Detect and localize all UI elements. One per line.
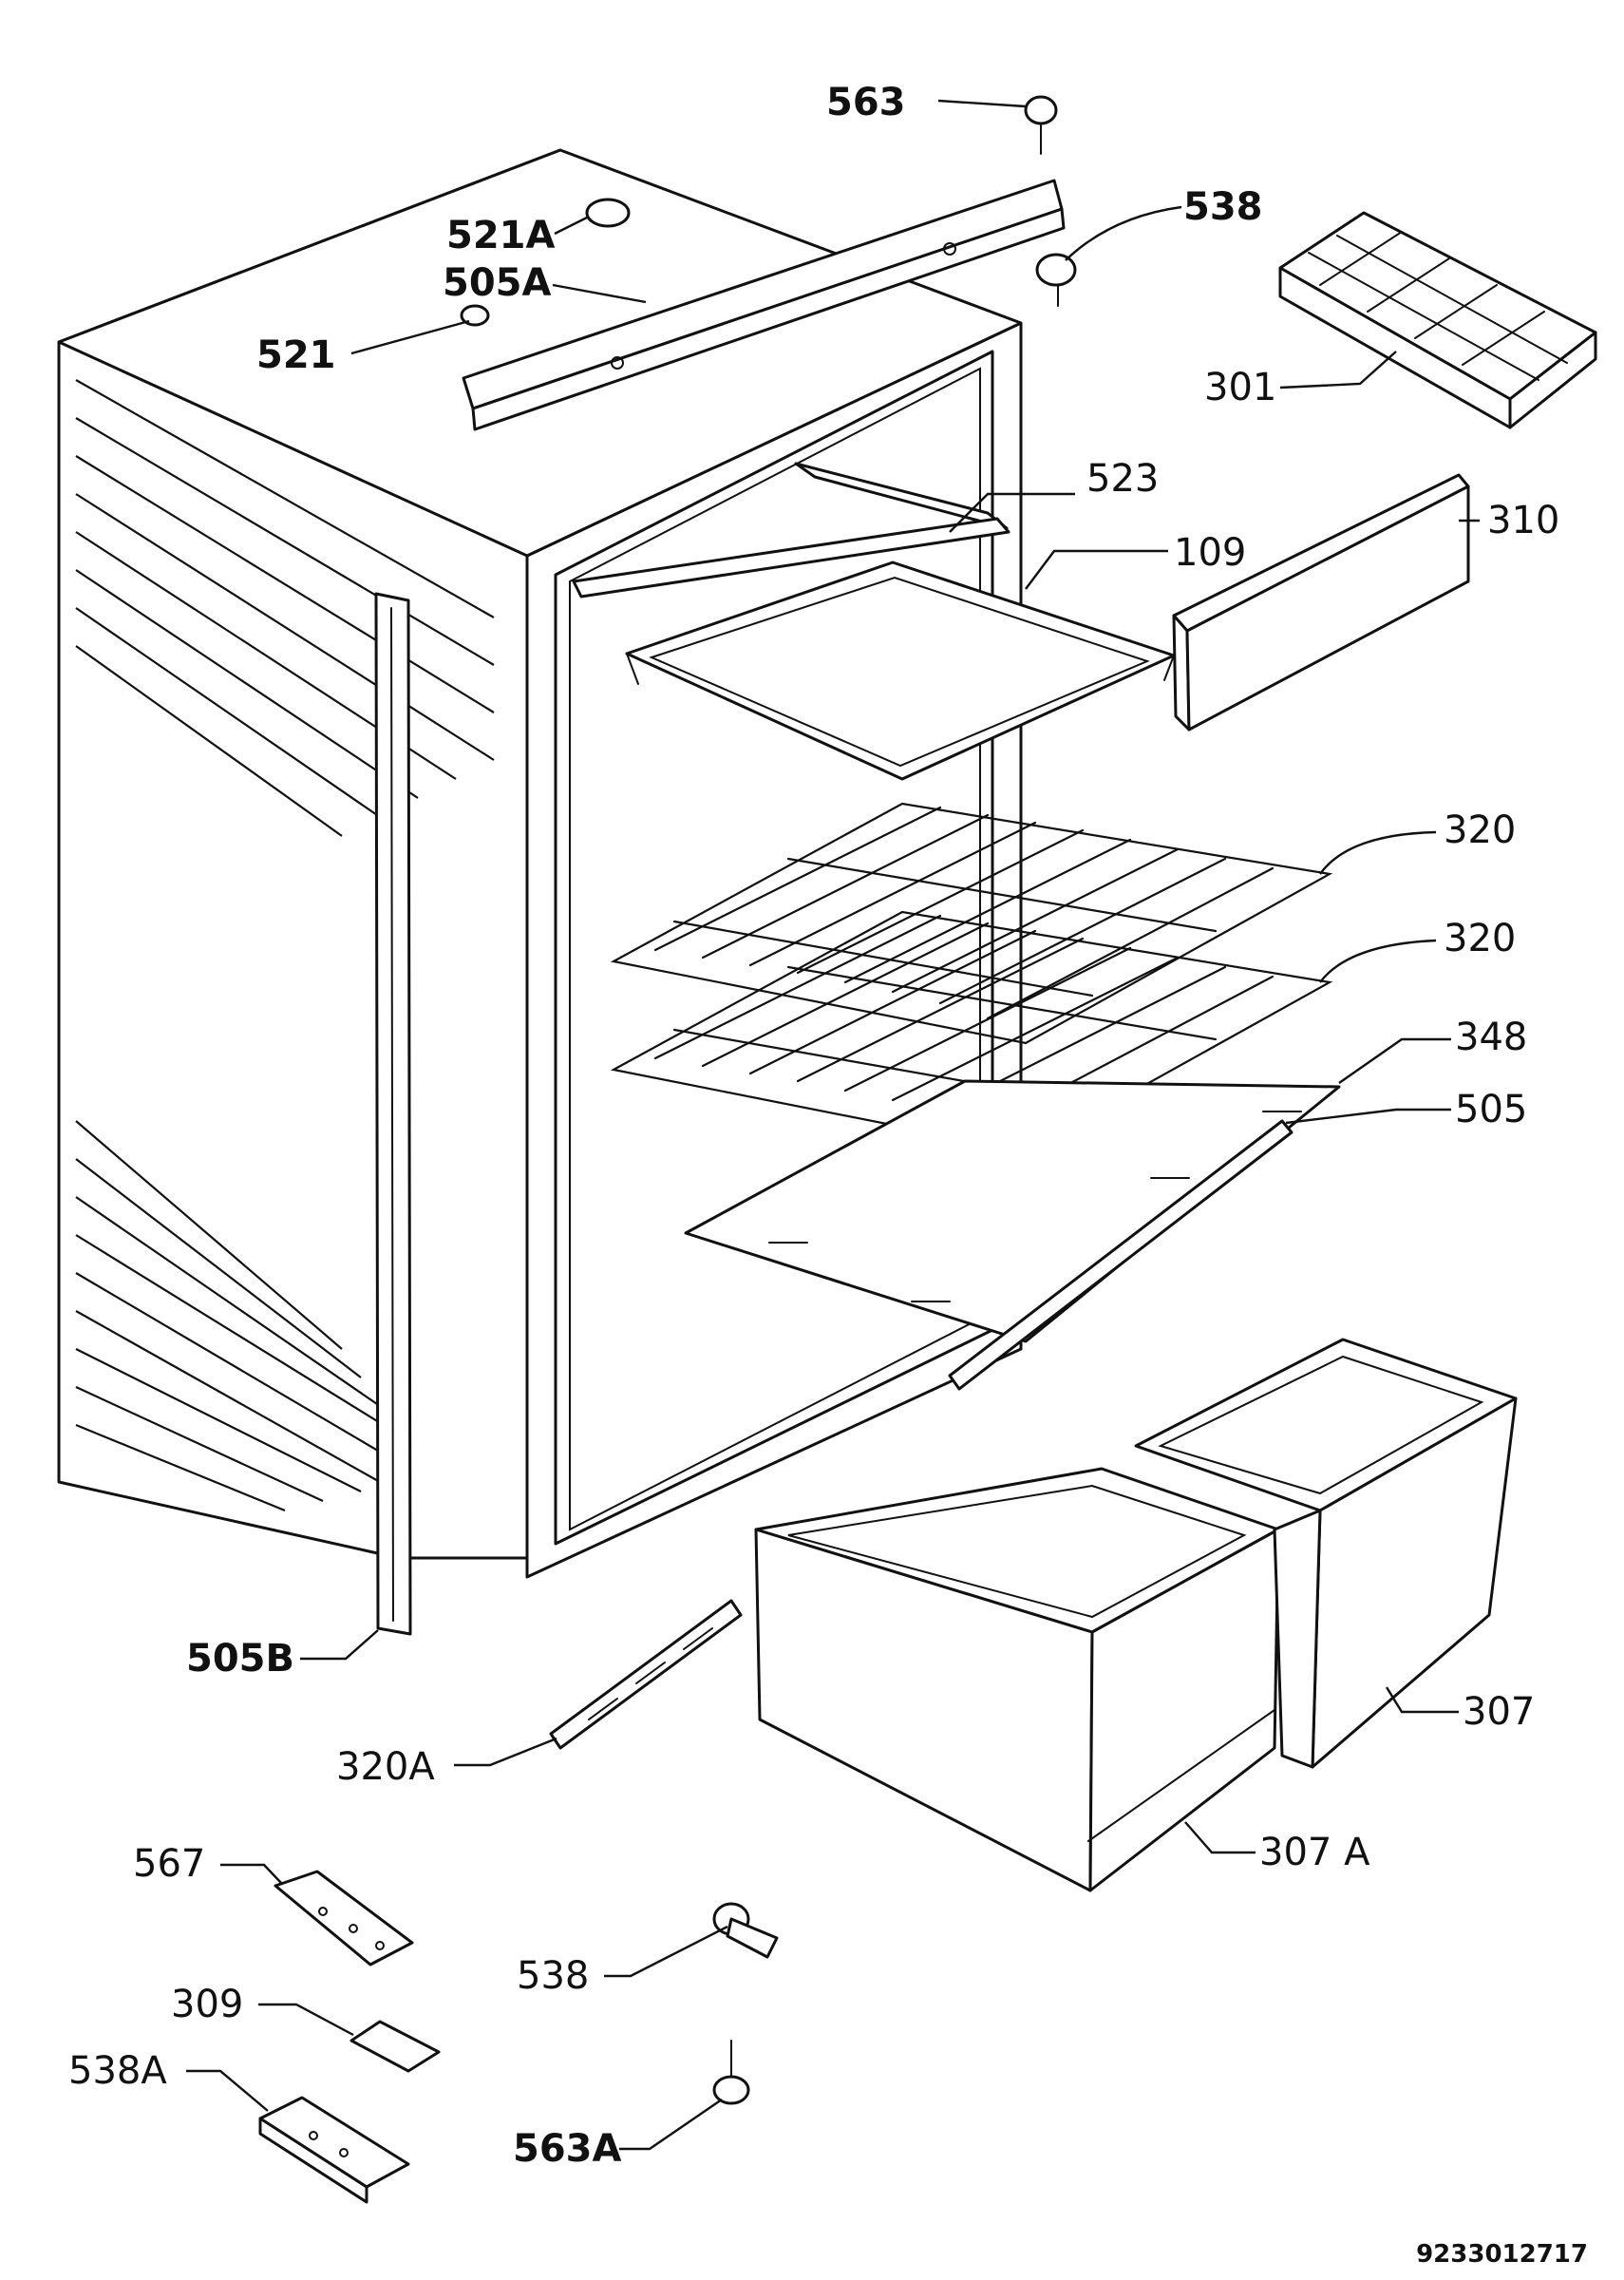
callout-301: 301 [1204,366,1277,409]
shelf-edge-strip [948,1119,1294,1391]
crisper-drawer-large [754,1467,1280,1892]
hinge-538-top [1035,253,1077,307]
glass-shelf [684,1079,1341,1343]
callout-307: 307 [1463,1690,1536,1734]
drawing-number: 9233012717 [1416,2240,1588,2269]
callout-521a: 521A [446,214,556,257]
callout-320-lower: 320 [1444,917,1517,960]
freezer-flap [1172,473,1470,732]
callout-538-top: 538 [1183,185,1263,229]
crisper-drawer-small [1134,1338,1518,1769]
side-panel-hatching [75,379,495,1512]
screw-563-top [1024,95,1058,155]
callout-563a: 563A [513,2127,622,2171]
hinge-plate-567 [274,1870,414,1966]
callout-109: 109 [1174,531,1247,575]
callout-505b: 505B [186,1637,294,1681]
callout-521: 521 [256,333,336,377]
cap-521 [460,304,490,327]
shelf-support-rail [549,1599,743,1750]
cover-309 [349,2020,441,2073]
ice-cube-tray [1278,211,1597,429]
screw-563a [712,2040,750,2105]
callout-310: 310 [1487,499,1560,542]
callout-320-upper: 320 [1444,808,1517,852]
hinge-plate-538a [258,2096,410,2204]
callout-538a: 538A [68,2049,167,2093]
callout-505: 505 [1455,1088,1528,1131]
callout-320a: 320A [336,1745,435,1789]
callout-307a: 307 A [1259,1831,1370,1874]
wire-shelf-upper [610,802,1333,1045]
callout-348: 348 [1455,1016,1528,1059]
door-seal-strip [374,592,412,1636]
top-mounting-rail [462,179,1066,431]
callout-309: 309 [171,1983,244,2026]
callout-505a: 505A [443,261,552,305]
callout-523: 523 [1086,457,1160,501]
cap-521a [585,198,631,228]
callout-567: 567 [133,1842,206,1886]
callout-leader-lines [186,99,1480,2151]
callout-538-bottom: 538 [517,1954,590,1998]
hinge-538-bottom [712,1902,779,1959]
drip-tray-frame [572,462,1010,598]
callout-563-top: 563 [826,81,906,124]
